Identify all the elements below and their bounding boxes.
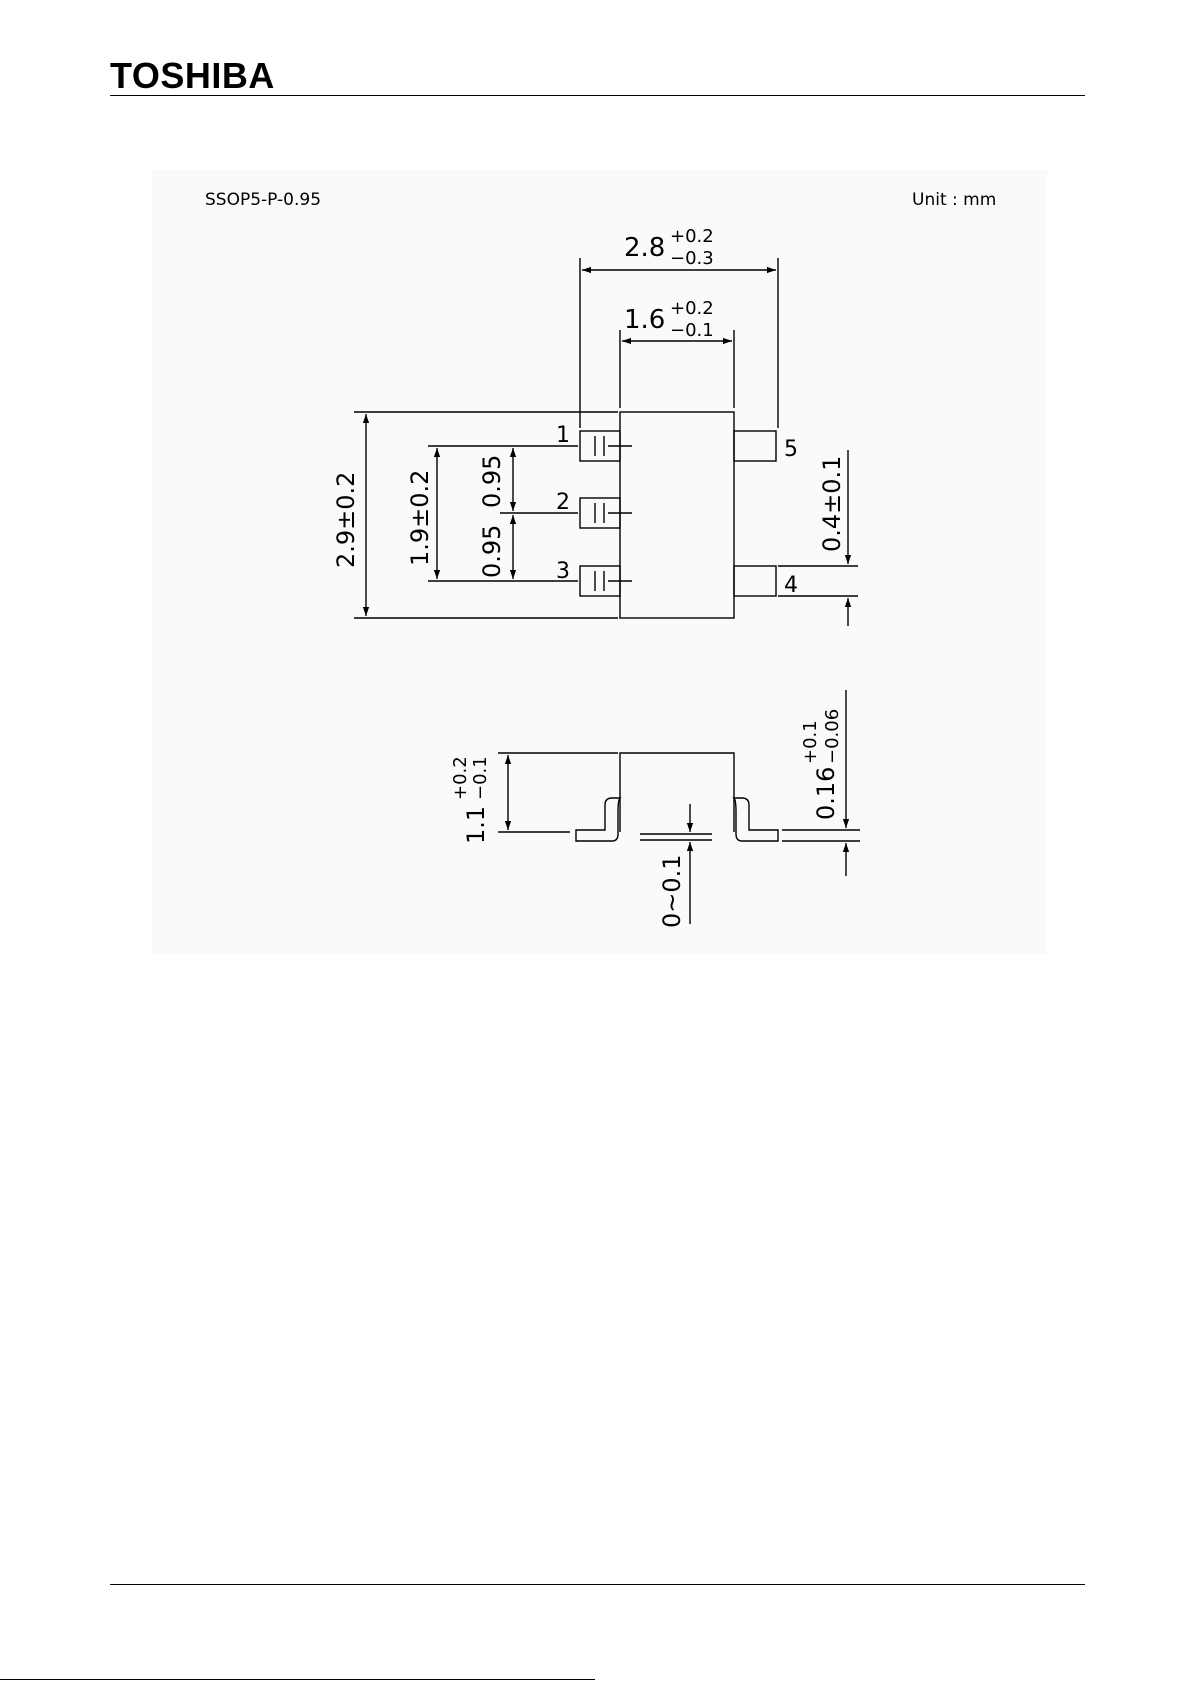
- dim-text-height: 1.1: [462, 806, 490, 844]
- dim-text-outer-pitch: 1.9±0.2: [406, 470, 434, 566]
- package-body: [620, 412, 734, 618]
- lead-pin-5: [734, 431, 776, 461]
- tol-plus: +0.2: [670, 226, 714, 247]
- dim-text-overall-length: 2.9±0.2: [332, 472, 360, 568]
- dim-text-pitch-lower: 0.95: [478, 525, 506, 578]
- tol-minus: −0.1: [470, 756, 491, 800]
- side-lead-right: [734, 798, 778, 841]
- tol-plus: +0.2: [670, 298, 714, 319]
- side-lead-left: [576, 798, 620, 841]
- tol-minus: −0.06: [822, 709, 843, 764]
- pin-label: 1: [556, 423, 570, 448]
- footer-rule: [110, 1584, 1085, 1585]
- tol-minus: −0.3: [670, 248, 714, 269]
- top-view: [354, 258, 858, 626]
- dim-text-lead-width: 0.4±0.1: [818, 456, 846, 552]
- dim-text-overall-width: 2.8: [624, 233, 665, 263]
- dim-text-pitch-upper: 0.95: [478, 455, 506, 508]
- pin-label: 4: [784, 573, 798, 598]
- side-view-labels: 1.1 +0.2 −0.1 0~0.1 0.16 +0.1 −0.06: [450, 709, 843, 928]
- lead-pin-4: [734, 566, 776, 596]
- dim-text-lead-thickness: 0.16: [812, 767, 840, 820]
- dim-text-standoff: 0~0.1: [658, 854, 686, 928]
- pin-label: 3: [556, 559, 570, 584]
- side-body: [620, 753, 734, 832]
- pin-label: 2: [556, 490, 570, 515]
- tol-minus: −0.1: [670, 320, 714, 341]
- dim-text-body-width: 1.6: [624, 305, 665, 335]
- pin-label: 5: [784, 437, 798, 462]
- tol-plus: +0.1: [800, 720, 821, 764]
- tol-plus: +0.2: [450, 756, 471, 800]
- page-edge-rule: [0, 1679, 595, 1680]
